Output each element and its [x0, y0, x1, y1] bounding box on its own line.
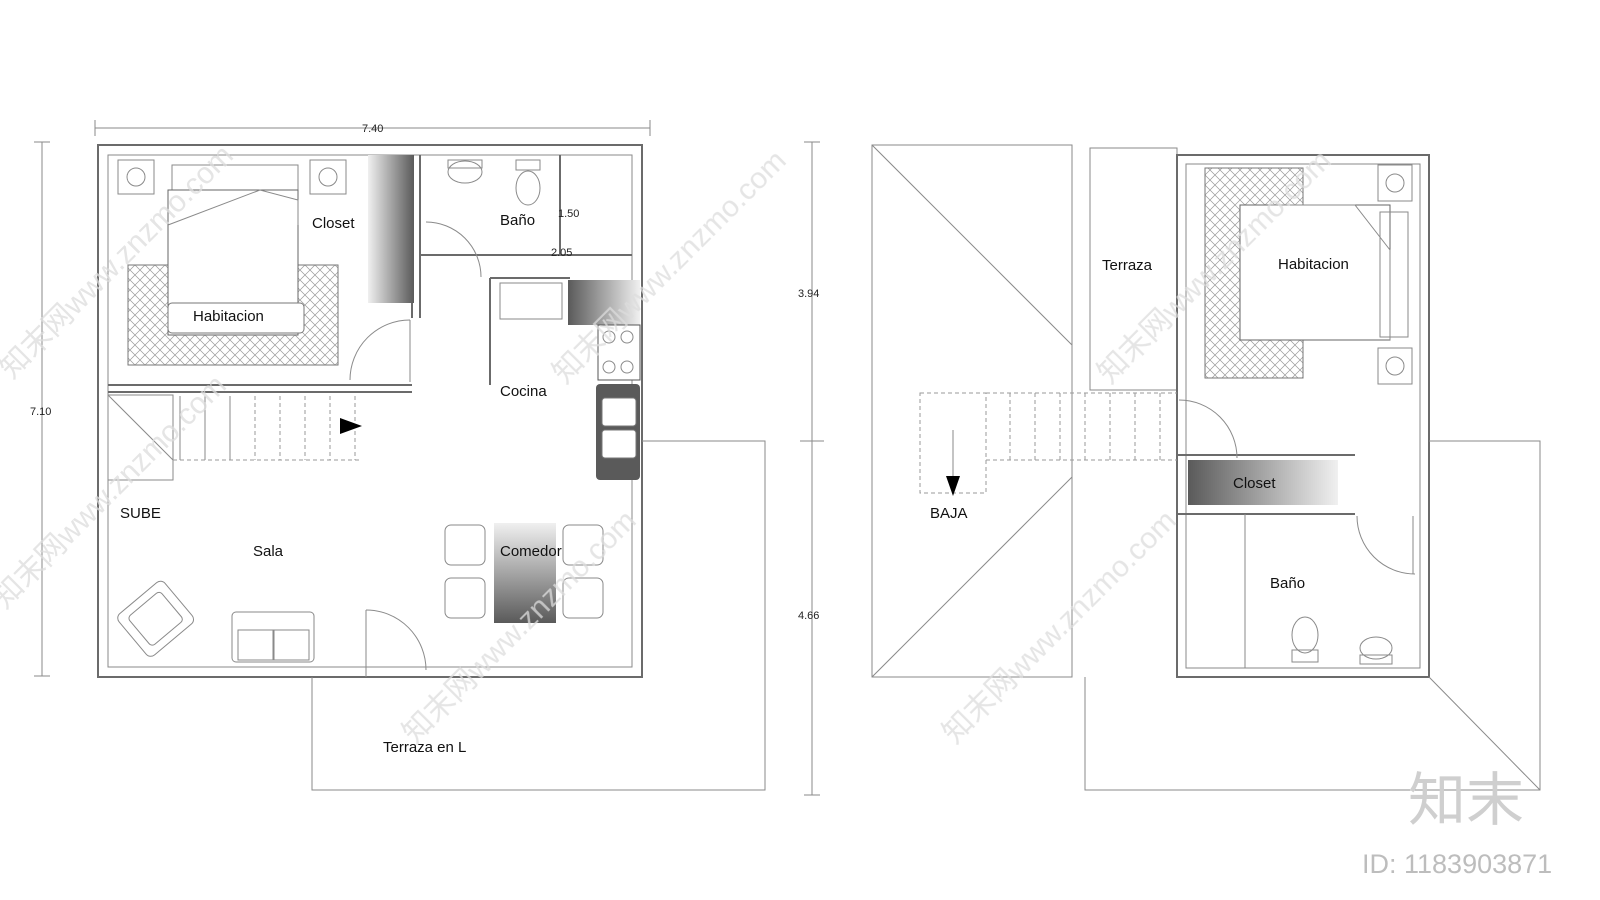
image-id: ID: 1183903871: [1362, 849, 1552, 879]
room-label-bano-upper: Baño: [1270, 575, 1305, 592]
terrace-l-outline: [311, 440, 766, 791]
room-label-baja: BAJA: [930, 505, 968, 522]
room-label-comedor: Comedor: [500, 543, 562, 560]
upper-floor-plan: [800, 141, 1541, 796]
watermark-text: 知末网www.znzmo.com: [547, 144, 793, 390]
stair-arrow-down: [946, 476, 960, 496]
stair-arrow-up: [340, 418, 362, 434]
room-label-habitacion-upper: Habitacion: [1278, 256, 1349, 273]
room-label-sube: SUBE: [120, 505, 161, 522]
dim-lower-label: 4.66: [798, 610, 819, 622]
watermark-text: 知末网www.znzmo.com: [937, 504, 1183, 750]
stair-treads: [173, 396, 360, 461]
dim-width-label: 7.40: [362, 123, 383, 135]
ground-floor-plan: [34, 120, 766, 791]
roof-outline: [871, 144, 1073, 678]
upper-closet-wardrobe: [1188, 460, 1338, 505]
dim-bano-depth-label: 1.50: [558, 208, 579, 220]
dim-upper-label: 3.94: [798, 288, 819, 300]
room-label-bano: Baño: [500, 212, 535, 229]
room-label-terraza-l: Terraza en L: [383, 739, 466, 756]
brand-logo: 知末: [1408, 768, 1524, 833]
upper-outer-wall: [1176, 154, 1430, 678]
room-label-habitacion: Habitacion: [193, 308, 264, 325]
upper-stair-treads: [986, 392, 1177, 461]
dining-table: [494, 523, 556, 623]
room-label-sala: Sala: [253, 543, 284, 560]
ground-outer-wall: [97, 144, 643, 678]
upper-floor-labels: 3.94 4.66 Terraza Habitacion Closet BAJA…: [798, 256, 1349, 622]
dim-bano-width-label: 2.05: [551, 247, 572, 259]
room-label-closet-upper: Closet: [1233, 475, 1276, 492]
room-label-cocina: Cocina: [500, 383, 547, 400]
ground-floor-labels: 7.40 7.10 1.50 2.05 Closet Baño Habitaci…: [30, 123, 579, 756]
dim-height-label: 7.10: [30, 406, 51, 418]
closet-wardrobe: [368, 155, 414, 303]
room-label-terraza: Terraza: [1102, 257, 1153, 274]
kitchen-counter: [568, 280, 640, 325]
room-label-closet: Closet: [312, 215, 355, 232]
